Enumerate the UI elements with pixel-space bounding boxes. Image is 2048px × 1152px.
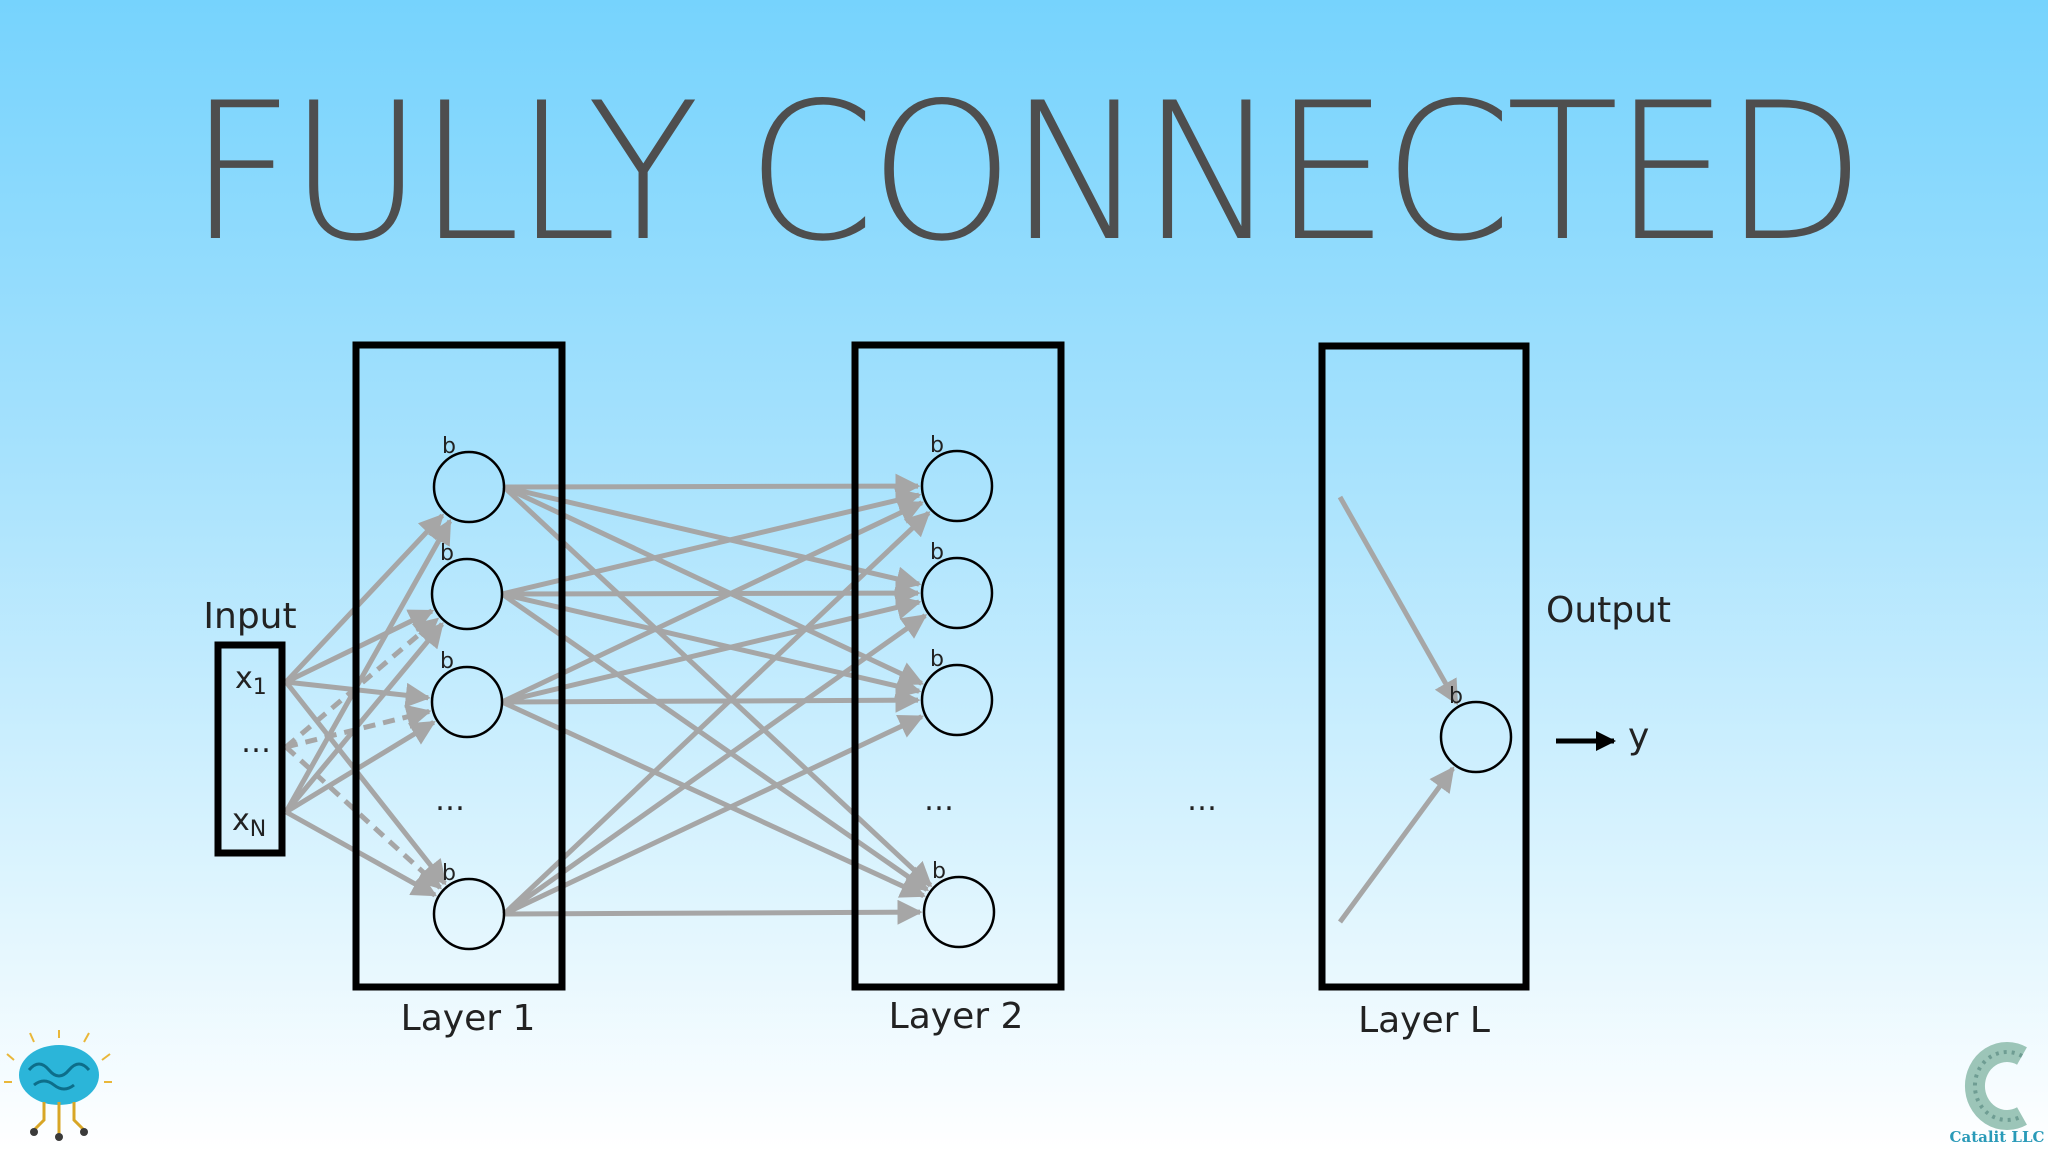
input-label: Input	[203, 596, 296, 637]
catalit-logo-icon	[1965, 1042, 2027, 1130]
input-x1-sub: 1	[253, 675, 267, 700]
between-layers-ellipsis: …	[1187, 783, 1217, 818]
edge-arrow	[1337, 766, 1455, 924]
layer-2-neuron	[920, 556, 994, 630]
layer-1-bias-label: b	[442, 861, 456, 886]
input-x1: x1	[235, 661, 267, 700]
edge-arrow	[503, 484, 922, 592]
edge-arrow	[284, 513, 445, 684]
input-ellipsis: …	[241, 725, 271, 760]
output-label: Output	[1546, 590, 1671, 631]
output-symbol: y	[1628, 716, 1649, 757]
layer-2-neuron	[920, 449, 994, 523]
layer-1-bias-label: b	[440, 649, 454, 674]
edge-arrow	[501, 687, 921, 713]
page-title: FULLY CONNECTED	[188, 62, 1865, 283]
layer-1-bias-label: b	[440, 541, 454, 566]
edge-arrow	[501, 595, 922, 705]
input-xn-sub: N	[250, 817, 266, 842]
edge-arrow	[284, 680, 447, 886]
layer-2-label: Layer 2	[889, 996, 1024, 1037]
edge-arrow	[501, 488, 922, 597]
edge-arrow	[284, 622, 445, 814]
edge-arrow	[502, 485, 933, 888]
layer-l-bias-label: b	[1449, 684, 1463, 709]
edge-arrow	[285, 704, 432, 750]
input-x1-var: x	[235, 661, 253, 696]
layer-2-neuron	[920, 663, 994, 737]
edge-arrow	[1337, 495, 1459, 706]
layer-2-bias-label: b	[932, 859, 946, 884]
edge-arrow	[284, 720, 436, 815]
edge-arrow	[284, 809, 438, 898]
layer-1-bias-label: b	[442, 434, 456, 459]
layer-l-label: Layer L	[1358, 1000, 1490, 1041]
layer-1-ellipsis: …	[435, 783, 465, 818]
input-box	[214, 641, 286, 857]
edge-arrow	[283, 518, 453, 814]
edge-arrow	[284, 617, 440, 749]
layer-1-frame	[352, 341, 566, 991]
layer-1-neuron	[432, 877, 506, 951]
edge-arrow	[501, 580, 921, 606]
input-xn: xN	[232, 803, 266, 842]
layer-1-neuron	[430, 557, 504, 631]
edge-arrow	[502, 510, 931, 916]
layer-2-ellipsis: …	[924, 783, 954, 818]
layer-2-bias-label: b	[930, 433, 944, 458]
layer-2-neuron	[922, 875, 996, 949]
layer-2-bias-label: b	[930, 647, 944, 672]
input-xn-var: x	[232, 803, 250, 838]
layer-l-neuron	[1439, 700, 1513, 774]
layer-1-neuron	[430, 665, 504, 739]
layer-1-neuron	[432, 450, 506, 524]
layer-l-frame	[1318, 342, 1530, 991]
layer-2-bias-label: b	[930, 540, 944, 565]
edge-arrow	[501, 591, 922, 699]
connection-edges	[283, 473, 1459, 925]
layer-2-frame	[851, 341, 1065, 991]
brain-circuit-icon	[4, 1030, 112, 1141]
edge-arrow	[503, 899, 923, 925]
layer-1-label: Layer 1	[401, 998, 536, 1039]
catalit-logo-text: Catalit LLC	[1949, 1128, 2045, 1146]
edge-arrow	[284, 745, 443, 890]
edge-arrow	[503, 473, 921, 499]
